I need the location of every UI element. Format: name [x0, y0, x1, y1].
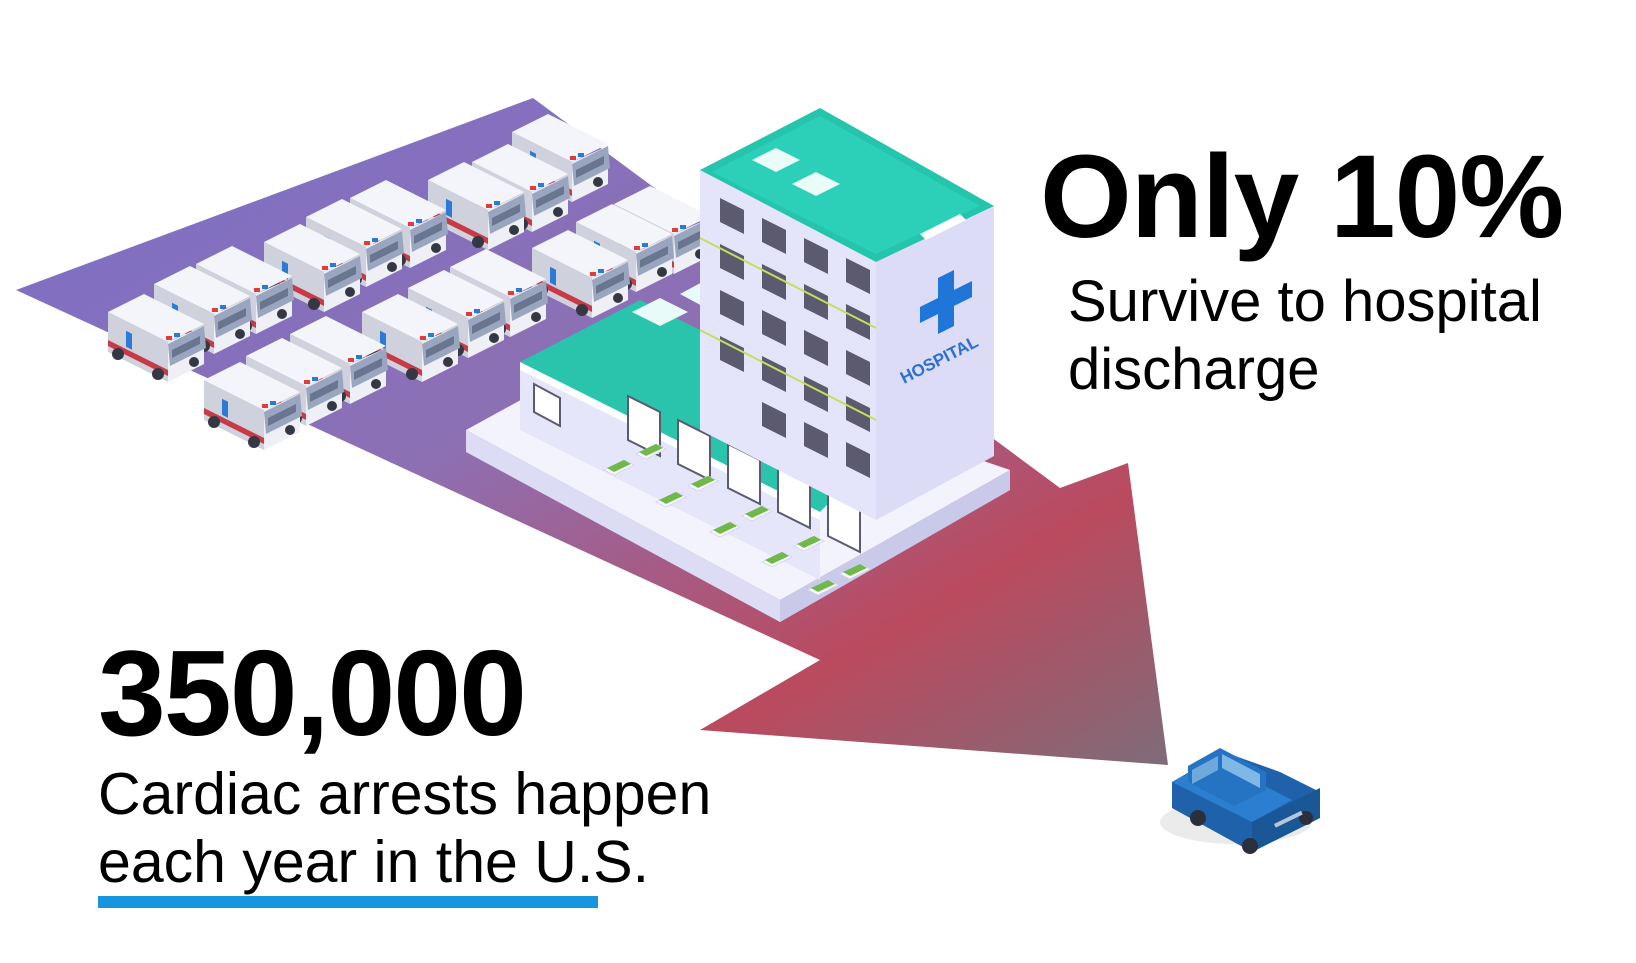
hospital-building-icon: HOSPITAL — [466, 108, 1010, 622]
stat-bottom-caption-line1: Cardiac arrests happen — [98, 761, 712, 827]
car-icon — [1160, 748, 1320, 854]
stat-top-value: Only 10% — [1040, 131, 1564, 263]
stat-top-caption: Survive to hospital discharge — [1068, 268, 1542, 404]
stat-top-caption-line1: Survive to hospital — [1068, 269, 1542, 334]
stat-bottom-caption: Cardiac arrests happen each year in the … — [98, 760, 711, 896]
medical-cross-icon — [920, 270, 972, 334]
underline-accent — [98, 896, 598, 908]
stat-top-caption-line2: discharge — [1068, 337, 1320, 402]
stat-bottom-value: 350,000 — [98, 625, 527, 761]
stat-bottom-caption-line2: each year in the U.S. — [98, 829, 649, 895]
